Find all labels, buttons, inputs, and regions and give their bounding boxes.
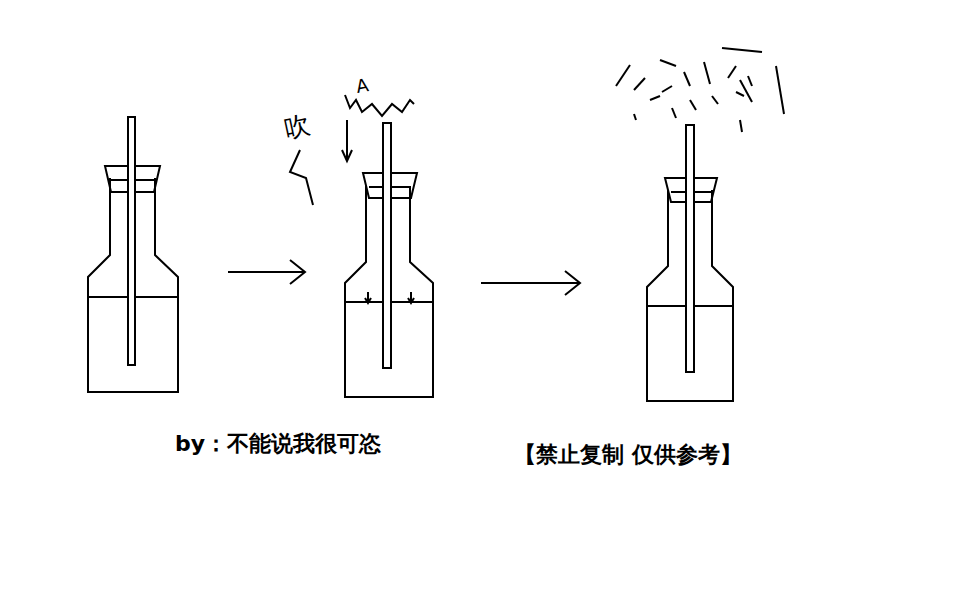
blow-note: 吹 — [281, 110, 312, 143]
author-credit: by：不能说我很可恣 — [175, 432, 381, 456]
bottle-one — [88, 117, 178, 392]
process-arrow — [481, 271, 580, 295]
process-arrow — [228, 260, 305, 284]
bottle-three — [647, 125, 733, 401]
point-label: A — [354, 75, 370, 97]
water-spray — [616, 48, 784, 132]
bottle-two — [290, 95, 433, 397]
watermark-note: 【禁止复制 仅供参考】 — [514, 443, 742, 467]
